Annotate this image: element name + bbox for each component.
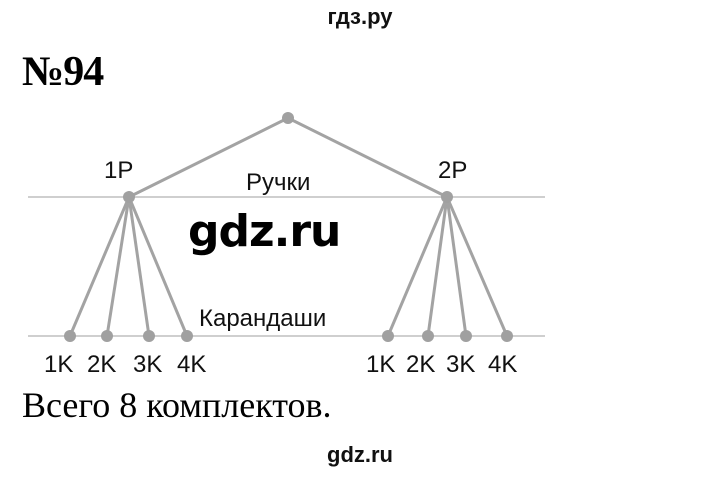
pencil-node — [143, 330, 155, 342]
pencil-node — [382, 330, 394, 342]
site-label-bottom: gdz.ru — [327, 442, 393, 467]
pencil-label: 3K — [446, 351, 475, 378]
pencil-label: 2K — [87, 351, 116, 378]
root-edges — [127, 116, 449, 199]
pen-label-1: 1P — [104, 157, 133, 184]
answer-text: Всего 8 комплектов. — [22, 385, 332, 425]
pencil-node — [181, 330, 193, 342]
site-label-top: гдз.ру — [327, 4, 393, 29]
branch-2-edges — [386, 195, 509, 338]
pencil-label: 1K — [366, 351, 395, 378]
pens-level-label: Ручки — [246, 169, 310, 196]
pencil-node — [501, 330, 513, 342]
watermark: gdz.ru — [188, 206, 341, 257]
problem-number: №94 — [22, 49, 104, 95]
pencil-label: 3K — [133, 351, 162, 378]
pencil-label: 4K — [177, 351, 206, 378]
root-node — [282, 112, 294, 124]
branch-1-edges — [68, 195, 189, 338]
pencils-level-label: Карандаши — [199, 305, 326, 332]
pencil-label: 4K — [488, 351, 517, 378]
pencil-node — [101, 330, 113, 342]
pen-node-1 — [123, 191, 135, 203]
pen-label-2: 2P — [438, 157, 467, 184]
pencil-node — [460, 330, 472, 342]
pencil-node — [64, 330, 76, 342]
tree-nodes — [64, 112, 513, 342]
pen-node-2 — [441, 191, 453, 203]
pencil-label: 2K — [406, 351, 435, 378]
pencil-label: 1K — [44, 351, 73, 378]
pencil-node — [422, 330, 434, 342]
